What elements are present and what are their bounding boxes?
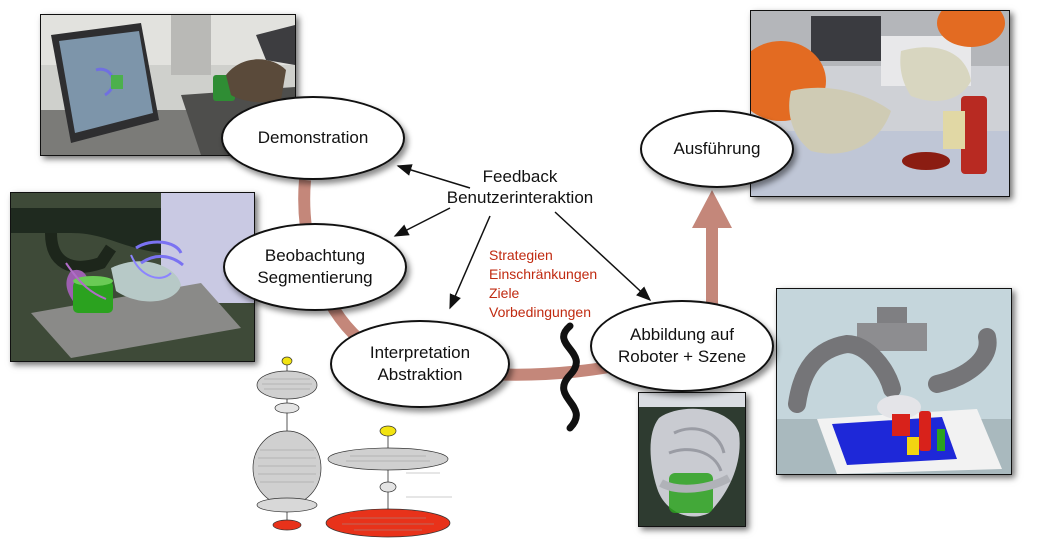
robot-hand-grasp-image (638, 392, 746, 527)
constraint-item: Vorbedingungen (489, 304, 591, 320)
process-arrowhead (692, 190, 732, 228)
node-ausfuehrung-label: Ausführung (673, 139, 761, 158)
node-beobachtung-label-1: Beobachtung (264, 246, 366, 265)
constraint-item: Strategien (489, 247, 553, 263)
feedback-arrow-demonstration (396, 164, 471, 189)
task-graph-right (325, 425, 452, 538)
task-graph-left (252, 356, 322, 531)
feedback-arrow-beobachtung (393, 207, 451, 237)
node-beobachtung-segmentierung: Beobachtung Segmentierung (223, 223, 407, 311)
node-interpretation-label-1: Interpretation (369, 343, 471, 362)
node-beobachtung-label-2: Segmentierung (257, 268, 373, 287)
feedback-label-line1: Feedback (482, 167, 558, 186)
robot-scene-simulation-image (776, 288, 1012, 475)
feedback-arrow-interpretation (449, 215, 491, 310)
robot-execution-photo (750, 10, 1010, 197)
constraint-item: Einschränkungen (489, 266, 598, 282)
node-abbildung-label-1: Abbildung auf (630, 325, 734, 344)
feedback-label: Feedback Benutzerinteraktion (430, 166, 610, 208)
node-demonstration-label: Demonstration (257, 128, 369, 147)
feedback-arrow-abbildung (554, 211, 652, 302)
node-ausfuehrung: Ausführung (640, 110, 794, 188)
node-demonstration: Demonstration (221, 96, 405, 180)
constraints-list: Strategien Einschränkungen Ziele Vorbedi… (489, 246, 597, 322)
constraint-item: Ziele (489, 285, 520, 301)
node-abbildung-label-2: Roboter + Szene (617, 347, 747, 366)
feedback-label-line2: Benutzerinteraktion (446, 188, 594, 207)
node-interpretation-label-2: Abstraktion (377, 365, 463, 384)
node-interpretation-abstraktion: Interpretation Abstraktion (330, 320, 510, 408)
observation-simulation-image (10, 192, 255, 362)
node-abbildung-roboter-szene: Abbildung auf Roboter + Szene (590, 300, 774, 392)
wavy-separator (560, 322, 580, 432)
